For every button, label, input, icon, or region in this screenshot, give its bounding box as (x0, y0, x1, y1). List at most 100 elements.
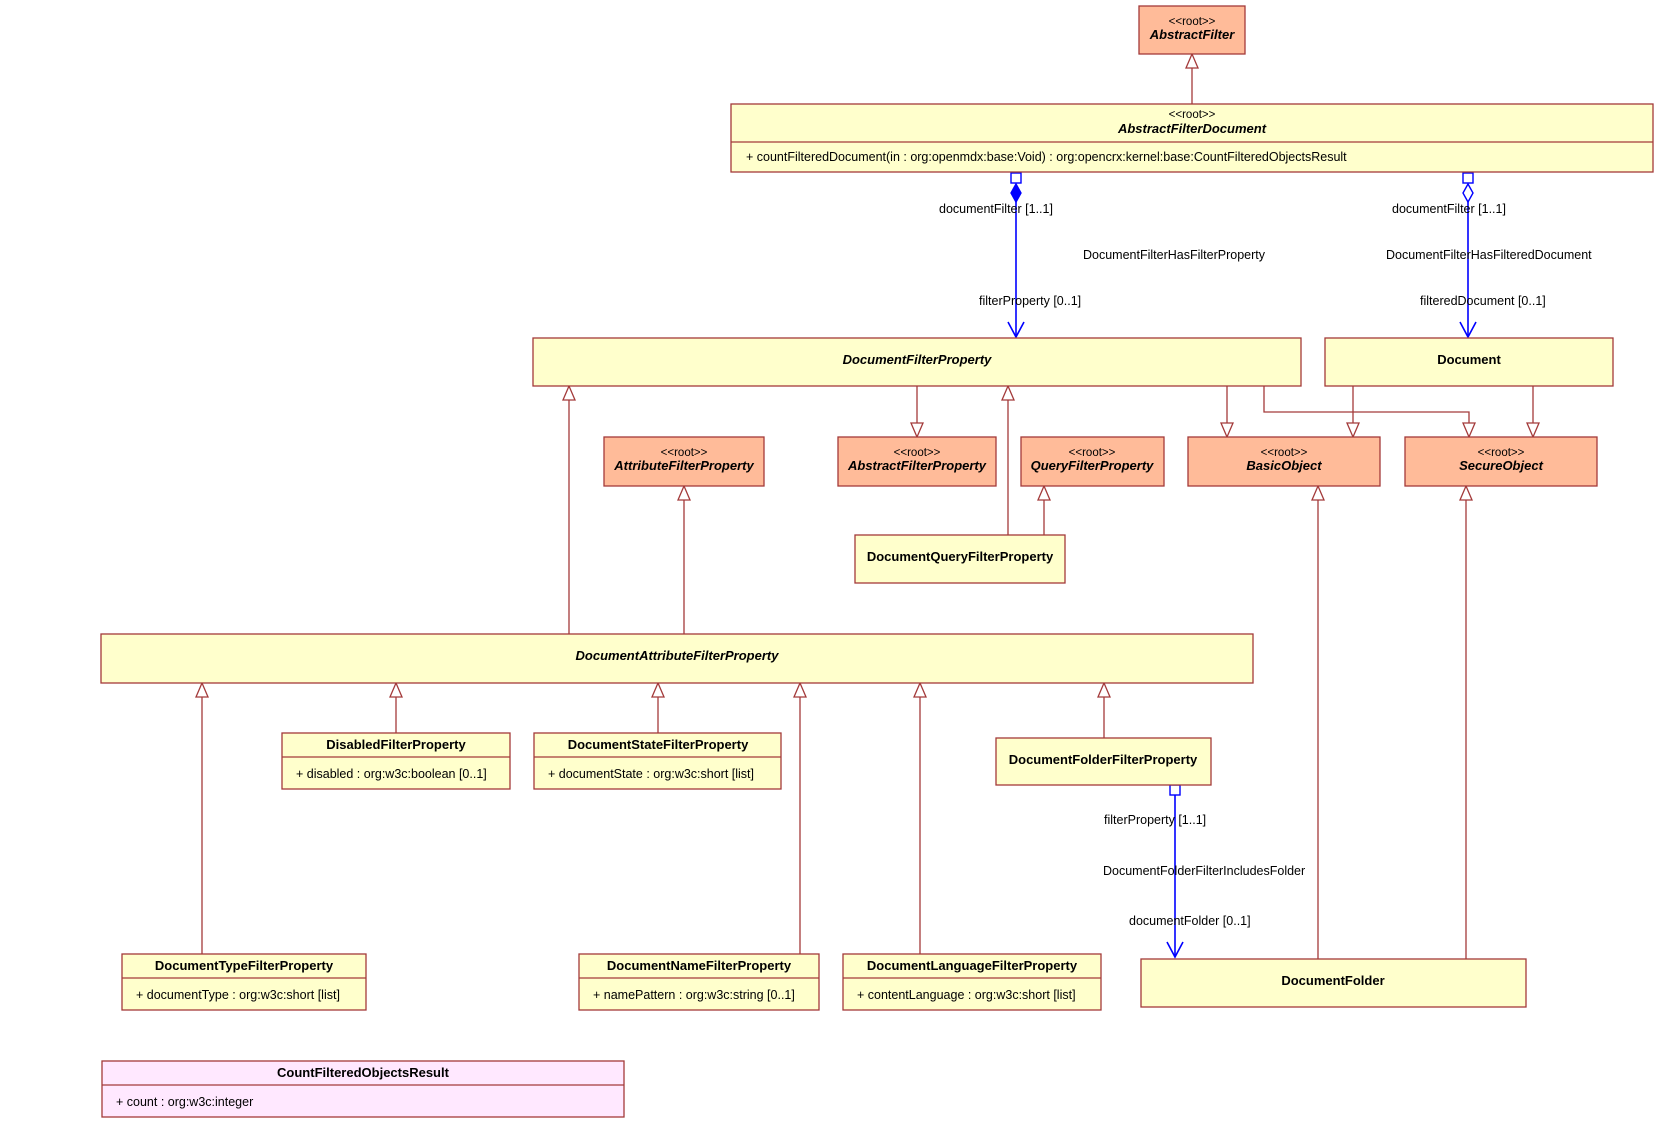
aggregation-diamond (1462, 182, 1474, 204)
class-box (1138, 5, 1246, 55)
class-box (1020, 436, 1165, 487)
gen-arrowhead (389, 681, 403, 698)
gen-arrowhead (1311, 484, 1325, 501)
class-stereotype: <<root>> (1069, 447, 1116, 459)
gen-arrowhead (913, 681, 927, 698)
association-source-end: documentFilter [1..1] (1392, 202, 1506, 216)
gen-arrowhead (1462, 422, 1476, 439)
class-name: CountFilteredObjectsResult (277, 1065, 450, 1080)
class-document-filter-property: DocumentFilterProperty (532, 337, 1302, 387)
association-name: DocumentFilterHasFilteredDocument (1386, 248, 1592, 262)
class-document-folder-filter-property: DocumentFolderFilterProperty (995, 737, 1212, 786)
association-filter-has-filtered-document: documentFilter [1..1] DocumentFilterHasF… (1386, 172, 1592, 339)
composition-diamond (1010, 182, 1022, 204)
association-name: DocumentFolderFilterIncludesFolder (1103, 864, 1305, 878)
class-box (730, 103, 1654, 173)
class-name: AbstractFilterProperty (847, 458, 987, 473)
class-box (1324, 337, 1614, 387)
gen-arrowhead (677, 484, 691, 501)
gen-arrowhead (195, 681, 209, 698)
class-box (1187, 436, 1381, 487)
class-document-language-filter-property: DocumentLanguageFilterProperty + content… (842, 953, 1102, 1011)
class-secure-object: <<root>> SecureObject (1404, 436, 1598, 487)
class-name: DocumentAttributeFilterProperty (576, 648, 780, 663)
class-box (1404, 436, 1598, 487)
class-name: DocumentQueryFilterProperty (867, 549, 1054, 564)
class-box (100, 633, 1254, 684)
class-document-attribute-filter-property: DocumentAttributeFilterProperty (100, 633, 1254, 684)
gen-arrowhead (1037, 484, 1051, 501)
association-filter-has-filter-property: documentFilter [1..1] DocumentFilterHasF… (939, 172, 1266, 339)
gen-arrowhead (1459, 484, 1473, 501)
gen-arrowhead (910, 422, 924, 439)
class-name: DocumentFolderFilterProperty (1009, 752, 1198, 767)
gen-arrowhead (562, 384, 576, 401)
class-query-filter-property: <<root>> QueryFilterProperty (1020, 436, 1165, 487)
class-disabled-filter-property: DisabledFilterProperty + disabled : org:… (281, 732, 511, 790)
association-name: DocumentFilterHasFilterProperty (1083, 248, 1266, 262)
class-box (837, 436, 997, 487)
class-name: DocumentFolder (1281, 973, 1384, 988)
class-box (842, 953, 1102, 1011)
association-folder-filter-includes-folder: filterProperty [1..1] DocumentFolderFilt… (1103, 784, 1305, 959)
generalization-lines (201, 54, 1534, 959)
association-end-square (1169, 784, 1181, 796)
association-source-end: filterProperty [1..1] (1104, 813, 1206, 827)
navigation-arrow (1007, 321, 1025, 339)
gen-arrowhead (1346, 422, 1360, 439)
class-operation: + countFilteredDocument(in : org:openmdx… (746, 150, 1347, 164)
association-end-square (1462, 172, 1474, 184)
gen-arrowhead (1526, 422, 1540, 439)
association-target-end: documentFolder [0..1] (1129, 914, 1251, 928)
class-box (101, 1060, 625, 1118)
class-document-name-filter-property: DocumentNameFilterProperty + namePattern… (578, 953, 820, 1011)
association-target-end: filteredDocument [0..1] (1420, 294, 1546, 308)
class-name: DisabledFilterProperty (326, 737, 466, 752)
class-attribute: + namePattern : org:w3c:string [0..1] (593, 988, 795, 1002)
generalization-arrowheads (195, 52, 1540, 698)
class-name: SecureObject (1459, 458, 1543, 473)
gen-arrowhead (1001, 384, 1015, 401)
class-document-query-filter-property: DocumentQueryFilterProperty (854, 534, 1066, 584)
class-attribute: + documentState : org:w3c:short [list] (548, 767, 754, 781)
class-name: AbstractFilterDocument (1117, 121, 1267, 136)
class-box (854, 534, 1066, 584)
class-attribute: + count : org:w3c:integer (116, 1095, 253, 1109)
class-name: DocumentTypeFilterProperty (155, 958, 334, 973)
class-box (532, 337, 1302, 387)
gen-dfp-to-secureobject (1263, 386, 1470, 437)
class-stereotype: <<root>> (661, 447, 708, 459)
class-stereotype: <<root>> (1169, 16, 1216, 28)
association-source-end: documentFilter [1..1] (939, 202, 1053, 216)
class-name: Document (1437, 352, 1501, 367)
class-name: DocumentNameFilterProperty (607, 958, 792, 973)
class-stereotype: <<root>> (1169, 109, 1216, 121)
class-box (533, 732, 782, 790)
class-count-filtered-objects-result: CountFilteredObjectsResult + count : org… (101, 1060, 625, 1118)
class-basic-object: <<root>> BasicObject (1187, 436, 1381, 487)
association-end-square (1010, 172, 1022, 184)
class-name: AbstractFilter (1149, 27, 1235, 42)
class-attribute-filter-property: <<root>> AttributeFilterProperty (603, 436, 765, 487)
class-abstract-filter: <<root>> AbstractFilter (1138, 5, 1246, 55)
class-name: DocumentStateFilterProperty (568, 737, 749, 752)
navigation-arrow (1459, 321, 1477, 339)
class-stereotype: <<root>> (1478, 447, 1525, 459)
navigation-arrow (1166, 941, 1184, 959)
class-name: QueryFilterProperty (1031, 458, 1155, 473)
class-document: Document (1324, 337, 1614, 387)
class-attribute: + contentLanguage : org:w3c:short [list] (857, 988, 1076, 1002)
gen-arrowhead (1185, 52, 1199, 69)
class-name: DocumentFilterProperty (843, 352, 993, 367)
gen-arrowhead (651, 681, 665, 698)
gen-arrowhead (1220, 422, 1234, 439)
class-name: BasicObject (1246, 458, 1322, 473)
class-name: AttributeFilterProperty (613, 458, 754, 473)
class-box (1140, 958, 1527, 1008)
gen-arrowhead (793, 681, 807, 698)
class-box (603, 436, 765, 487)
class-document-folder: DocumentFolder (1140, 958, 1527, 1008)
class-box (121, 953, 367, 1011)
class-box (995, 737, 1212, 786)
